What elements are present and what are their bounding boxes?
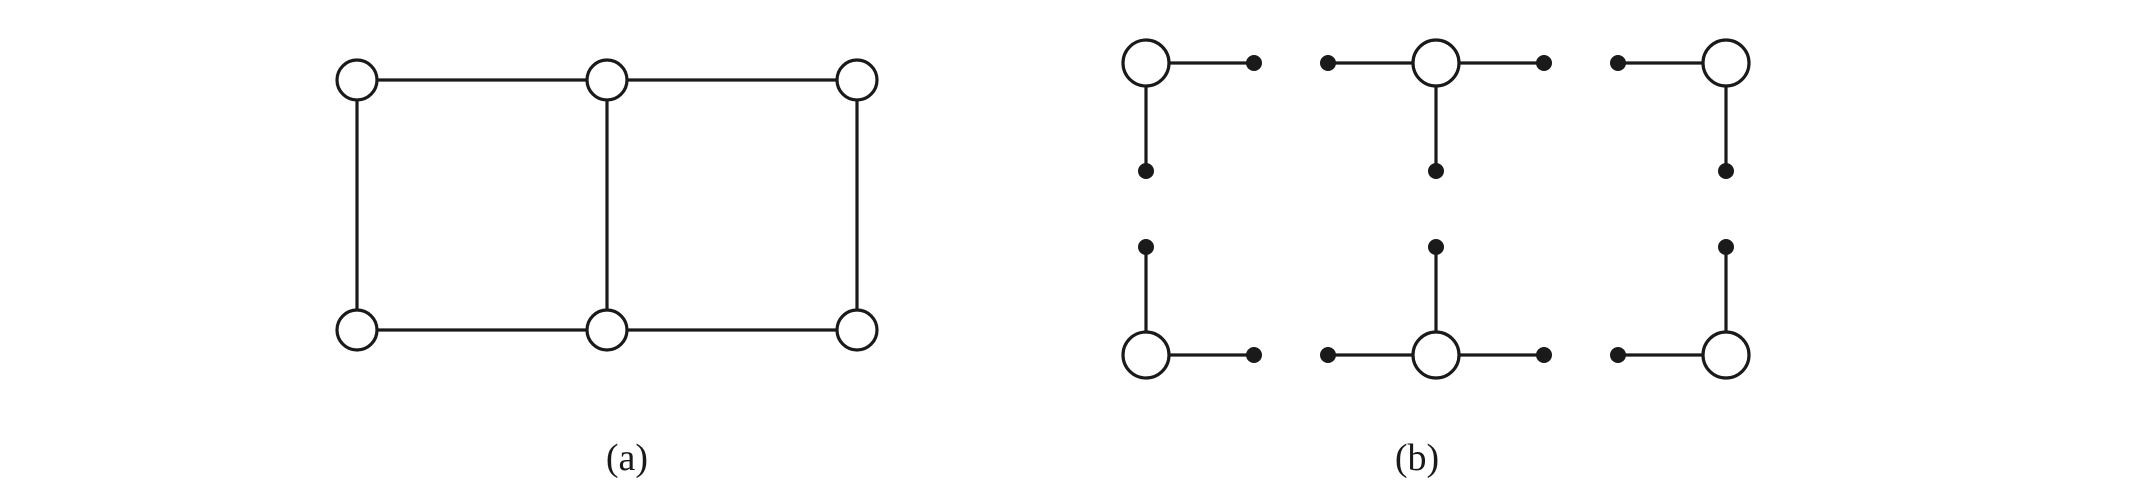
vertex-a-r1c0 <box>335 308 379 352</box>
panel-a-nodes <box>335 58 879 352</box>
caption-a: (a) <box>606 437 648 479</box>
center-b-r1c0 <box>1121 330 1171 380</box>
panel-a-grid-graph <box>335 58 879 352</box>
leaf-b-r0c2-down <box>1718 163 1734 179</box>
leaf-b-r0c0-right <box>1246 55 1262 71</box>
center-b-r0c1 <box>1411 38 1461 88</box>
star-b-r0c0 <box>1121 38 1262 179</box>
leaf-b-r1c1-right <box>1536 347 1552 363</box>
center-b-r0c2 <box>1701 38 1751 88</box>
star-b-r1c0 <box>1121 239 1262 380</box>
leaf-b-r0c2-left <box>1610 55 1626 71</box>
star-b-r1c1 <box>1320 239 1552 380</box>
leaf-b-r1c0-up <box>1138 239 1154 255</box>
center-b-r1c1 <box>1411 330 1461 380</box>
center-b-r1c2 <box>1701 330 1751 380</box>
leaf-b-r0c1-right <box>1536 55 1552 71</box>
star-b-r0c1 <box>1320 38 1552 179</box>
vertex-a-r0c0 <box>335 58 379 102</box>
vertex-a-r1c2 <box>835 308 879 352</box>
caption-b: (b) <box>1395 437 1439 479</box>
star-b-r1c2 <box>1610 239 1751 380</box>
star-b-r0c2 <box>1610 38 1751 179</box>
leaf-b-r1c1-left <box>1320 347 1336 363</box>
center-b-r0c0 <box>1121 38 1171 88</box>
leaf-b-r0c1-down <box>1428 163 1444 179</box>
leaf-b-r0c0-down <box>1138 163 1154 179</box>
vertex-a-r0c1 <box>585 58 629 102</box>
leaf-b-r0c1-left <box>1320 55 1336 71</box>
leaf-b-r1c2-up <box>1718 239 1734 255</box>
leaf-b-r1c0-right <box>1246 347 1262 363</box>
leaf-b-r1c1-up <box>1428 239 1444 255</box>
vertex-a-r0c2 <box>835 58 879 102</box>
panel-a-edges <box>355 78 859 332</box>
panel-b-star-decomposition <box>1121 38 1751 380</box>
leaf-b-r1c2-left <box>1610 347 1626 363</box>
vertex-a-r1c1 <box>585 308 629 352</box>
